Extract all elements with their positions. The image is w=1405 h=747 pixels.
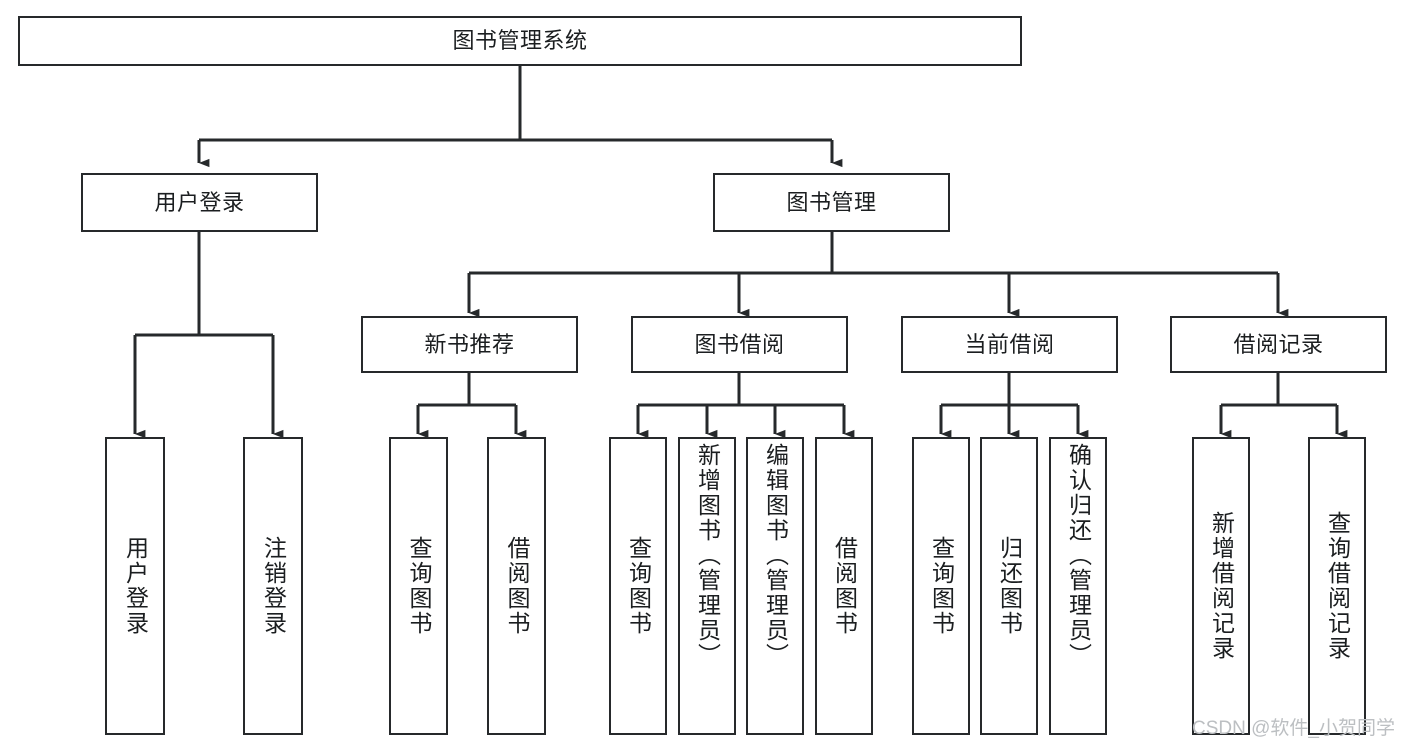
node-current-borrow-label: 当前借阅	[964, 331, 1055, 357]
node-book-borrow-label: 图书借阅	[694, 331, 785, 357]
leaf-query-book-current[interactable]: 查询图书	[912, 437, 970, 735]
node-borrow-record[interactable]: 借阅记录	[1170, 316, 1387, 373]
node-book-management-label: 图书管理	[786, 189, 877, 215]
leaf-query-book-current-label: 查询图书	[928, 536, 955, 636]
leaf-confirm-return-admin[interactable]: 确认归还（管理员）	[1049, 437, 1107, 735]
leaf-borrow-book-recommend[interactable]: 借阅图书	[487, 437, 546, 735]
leaf-borrow-book-recommend-label: 借阅图书	[504, 536, 530, 636]
node-book-borrow[interactable]: 图书借阅	[631, 316, 848, 373]
leaf-query-borrow-record-label: 查询借阅记录	[1324, 511, 1351, 661]
leaf-logout[interactable]: 注销登录	[243, 437, 303, 735]
leaf-add-borrow-record-label: 新增借阅记录	[1208, 511, 1235, 661]
leaf-add-book-admin-label: 新增图书（管理员）	[694, 443, 721, 668]
node-borrow-record-label: 借阅记录	[1233, 331, 1324, 357]
csdn-watermark: CSDN @软件_小贺同学	[1192, 718, 1395, 739]
leaf-user-login-label: 用户登录	[122, 536, 149, 636]
leaf-borrow-book[interactable]: 借阅图书	[815, 437, 873, 735]
leaf-edit-book-admin[interactable]: 编辑图书（管理员）	[746, 437, 804, 735]
leaf-logout-label: 注销登录	[260, 536, 287, 636]
leaf-confirm-return-admin-label: 确认归还（管理员）	[1065, 443, 1092, 668]
leaf-query-book-recommend-label: 查询图书	[406, 536, 432, 636]
node-root[interactable]: 图书管理系统	[18, 16, 1022, 66]
leaf-query-book-borrow[interactable]: 查询图书	[609, 437, 667, 735]
leaf-query-book-recommend[interactable]: 查询图书	[389, 437, 448, 735]
leaf-query-book-borrow-label: 查询图书	[625, 536, 652, 636]
node-user-login[interactable]: 用户登录	[81, 173, 318, 232]
leaf-return-book[interactable]: 归还图书	[980, 437, 1038, 735]
leaf-query-borrow-record[interactable]: 查询借阅记录	[1308, 437, 1366, 735]
node-user-login-label: 用户登录	[154, 189, 245, 215]
leaf-add-book-admin[interactable]: 新增图书（管理员）	[678, 437, 736, 735]
node-book-management[interactable]: 图书管理	[713, 173, 950, 232]
leaf-edit-book-admin-label: 编辑图书（管理员）	[762, 443, 789, 668]
leaf-return-book-label: 归还图书	[996, 536, 1023, 636]
node-root-label: 图书管理系统	[452, 28, 588, 54]
node-new-book-recommend[interactable]: 新书推荐	[361, 316, 578, 373]
node-current-borrow[interactable]: 当前借阅	[901, 316, 1118, 373]
node-new-book-recommend-label: 新书推荐	[424, 331, 515, 357]
leaf-borrow-book-label: 借阅图书	[831, 536, 858, 636]
leaf-user-login[interactable]: 用户登录	[105, 437, 165, 735]
leaf-add-borrow-record[interactable]: 新增借阅记录	[1192, 437, 1250, 735]
